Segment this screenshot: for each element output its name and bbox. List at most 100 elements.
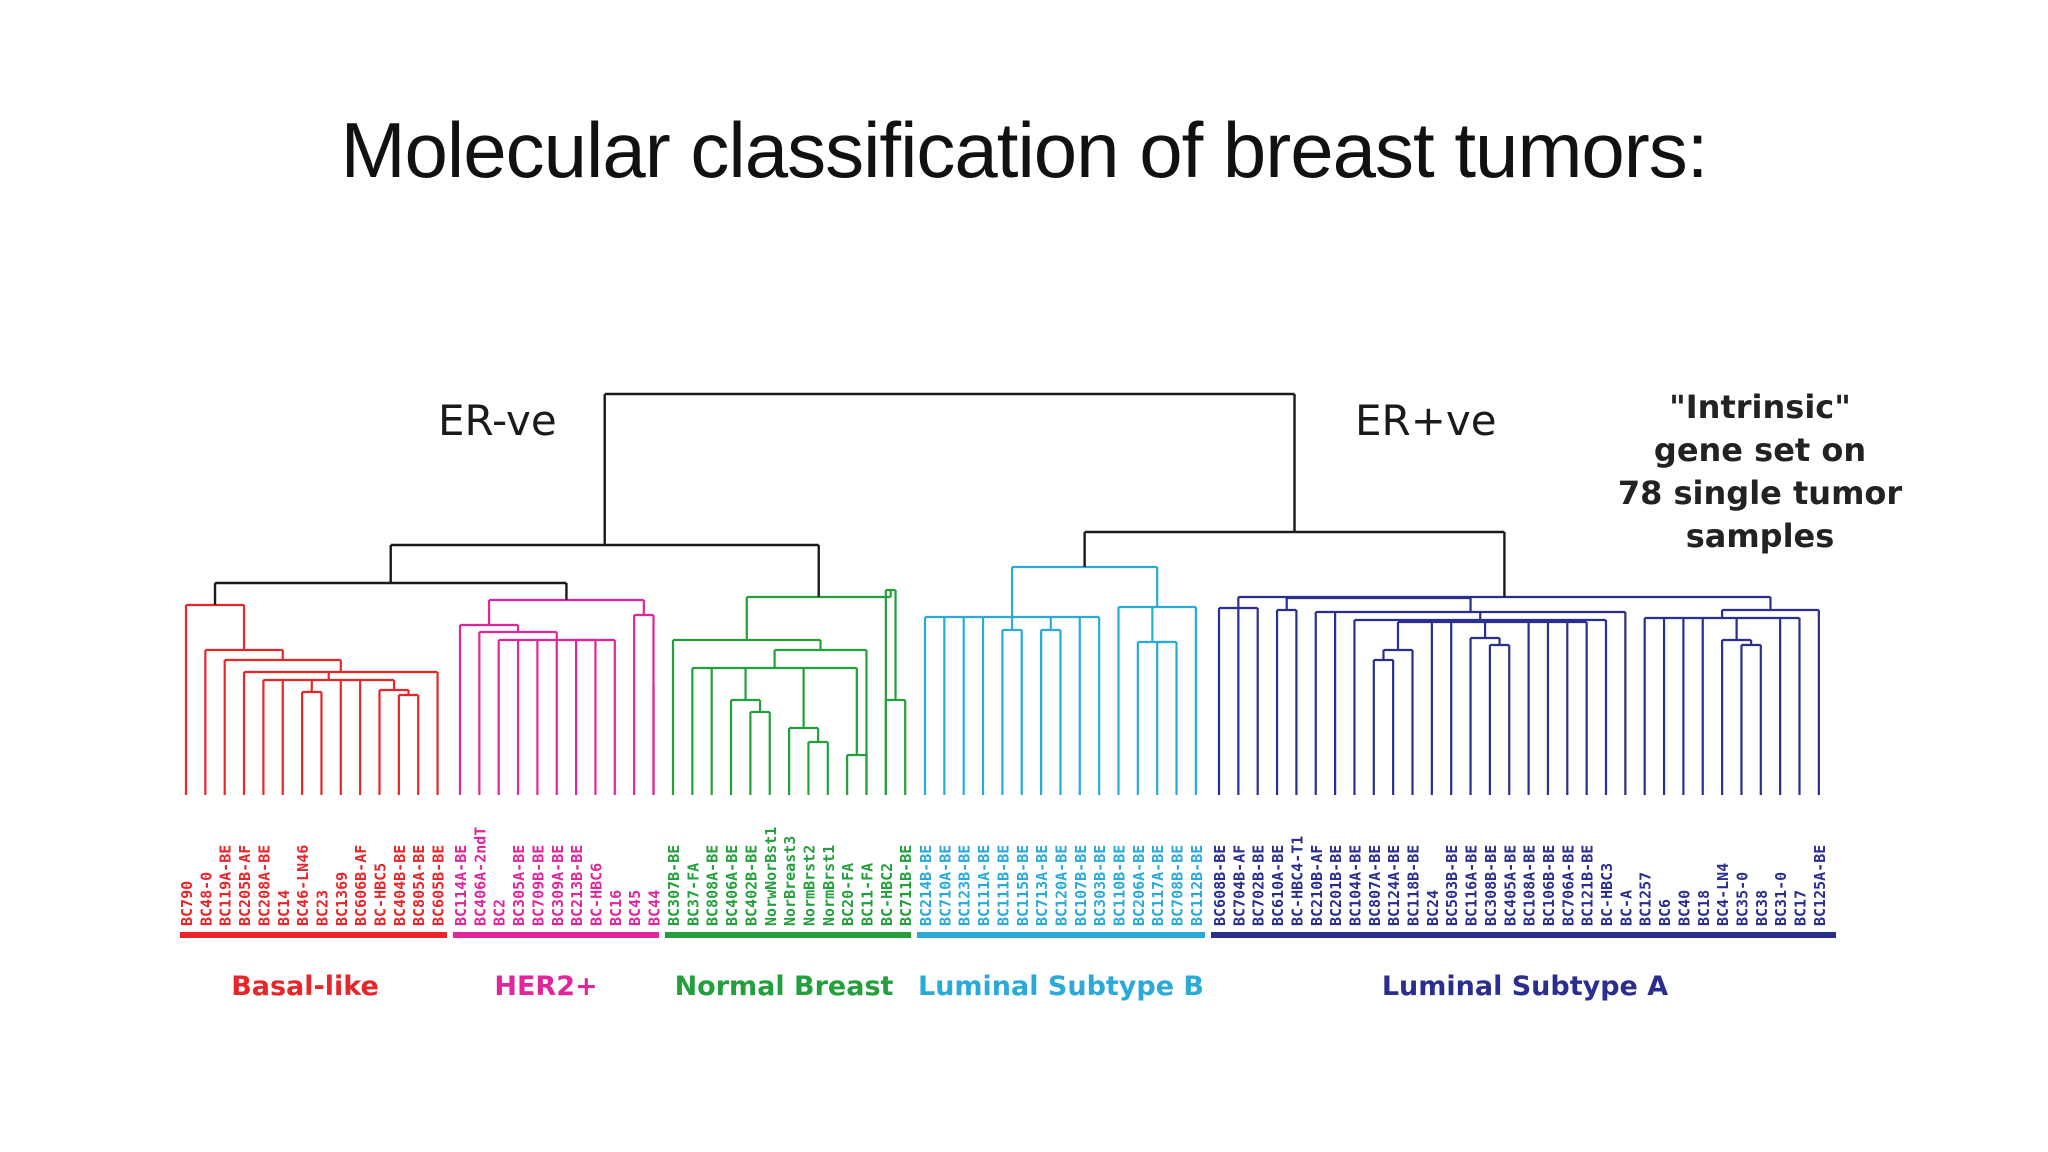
sample-label: BC205B-AF [236, 845, 254, 926]
sample-label: BC-HBC5 [372, 863, 390, 926]
sample-label: NormBrst1 [820, 845, 838, 926]
intrinsic-note-line: "Intrinsic" [1669, 388, 1851, 426]
group-bar [180, 932, 447, 938]
sample-label: BC121B-BE [1579, 845, 1597, 926]
sample-label: BC208A-BE [255, 845, 273, 926]
sample-label: BC112B-BE [1188, 845, 1206, 926]
sample-label: BC119A-BE [217, 845, 235, 926]
sample-label: BC11-FA [859, 863, 877, 926]
sample-label: BC608B-BE [1211, 845, 1229, 926]
sample-label: BC6 [1656, 899, 1674, 926]
sample-label: BC48-0 [197, 872, 215, 926]
sample-label: NorwNorBst1 [762, 827, 780, 926]
sample-label: BC44 [646, 890, 664, 926]
sample-label: BC708B-BE [1169, 845, 1187, 926]
sample-label: BC807A-BE [1366, 845, 1384, 926]
sample-label: BC405A-BE [1501, 845, 1519, 926]
group-bar [665, 932, 911, 938]
sample-label: BC106B-BE [1540, 845, 1558, 926]
sample-label: BC125A-BE [1811, 845, 1829, 926]
sample-label: BC17 [1792, 890, 1810, 926]
group-name: HER2+ [494, 971, 597, 1002]
sample-label: BC702B-BE [1250, 845, 1268, 926]
sample-label: BC111B-BE [994, 845, 1012, 926]
sample-label: BC308B-BE [1482, 845, 1500, 926]
sample-label: BC606B-AF [352, 845, 370, 926]
sample-label: BC704B-AF [1230, 845, 1248, 926]
sample-label: BC117A-BE [1149, 845, 1167, 926]
intrinsic-gene-set-note: "Intrinsic" gene set on 78 single tumor … [1610, 386, 1910, 558]
sample-label: BC706A-BE [1559, 845, 1577, 926]
sample-label: BC18 [1695, 890, 1713, 926]
sample-label: BC309A-BE [549, 845, 567, 926]
sample-label: BC114A-BE [452, 845, 470, 926]
sample-label: BC4-LN4 [1714, 863, 1732, 926]
sample-label: BC23 [313, 890, 331, 926]
group-bar [1211, 932, 1836, 938]
group-bars [180, 932, 1836, 938]
sample-label: BC110B-BE [1111, 845, 1129, 926]
sample-label: BC402B-BE [742, 845, 760, 926]
sample-label: BC503B-BE [1443, 845, 1461, 926]
sample-label: BC805A-BE [410, 845, 428, 926]
sample-label: BC406A-2ndT [471, 827, 489, 926]
sample-label: BC303B-BE [1091, 845, 1109, 926]
sample-label: BC-HBC4-T1 [1288, 836, 1306, 926]
sample-label: BC1257 [1637, 872, 1655, 926]
sample-label: BC404B-BE [391, 845, 409, 926]
sample-label: BC24 [1424, 890, 1442, 926]
sample-label: BC107B-BE [1072, 845, 1090, 926]
sample-label: BC31-0 [1772, 872, 1790, 926]
sample-label: BC104A-BE [1346, 845, 1364, 926]
group-bar [917, 932, 1205, 938]
sample-label: BC610A-BE [1269, 845, 1287, 926]
sample-label: BC118B-BE [1405, 845, 1423, 926]
sample-label: BC46-LN46 [294, 845, 312, 926]
group-name: Basal-like [231, 971, 379, 1002]
sample-label: BC-A [1617, 890, 1635, 926]
sample-label: BC711B-BE [897, 845, 915, 926]
sample-label: BC-HBC3 [1598, 863, 1616, 926]
sample-label: BC37-FA [684, 863, 702, 926]
sample-label: BC120A-BE [1052, 845, 1070, 926]
sample-label: BC213B-BE [568, 845, 586, 926]
sample-label: BC45 [626, 890, 644, 926]
group-name: Luminal Subtype B [918, 971, 1204, 1002]
sample-label: BC605B-BE [430, 845, 448, 926]
group-bar [453, 932, 659, 938]
er-positive-label: ER+ve [1355, 396, 1497, 445]
sample-label: BC305A-BE [510, 845, 528, 926]
group-name: Luminal Subtype A [1382, 971, 1668, 1002]
sample-label: BC808A-BE [704, 845, 722, 926]
slide-title: Molecular classification of breast tumor… [340, 106, 1709, 194]
intrinsic-note-line: gene set on [1653, 431, 1867, 469]
sample-label: BC201B-BE [1327, 845, 1345, 926]
sample-label: NormBrst2 [800, 845, 818, 926]
sample-label: BC214B-BE [917, 845, 935, 926]
sample-label: BC710A-BE [936, 845, 954, 926]
sample-label: BC38 [1753, 890, 1771, 926]
er-negative-label: ER-ve [438, 396, 557, 445]
intrinsic-note-line: samples [1685, 517, 1835, 555]
sample-label: BC709B-BE [529, 845, 547, 926]
sample-label: BC123B-BE [956, 845, 974, 926]
sample-label: BC-HBC2 [878, 863, 896, 926]
sample-label: BC111A-BE [975, 845, 993, 926]
sample-label: BC108A-BE [1521, 845, 1539, 926]
sample-label: BC210B-AF [1308, 845, 1326, 926]
sample-label: BC124A-BE [1385, 845, 1403, 926]
sample-label: BC406A-BE [723, 845, 741, 926]
sample-label: BC35-0 [1733, 872, 1751, 926]
sample-label: BC2 [491, 899, 509, 926]
dendrogram-links [184, 392, 1820, 795]
sample-label: BC206A-BE [1130, 845, 1148, 926]
sample-label: BC116A-BE [1463, 845, 1481, 926]
sample-label: BC1369 [333, 872, 351, 926]
sample-label: BC20-FA [839, 863, 857, 926]
sample-label: BC307B-BE [665, 845, 683, 926]
sample-label: BC115B-BE [1014, 845, 1032, 926]
